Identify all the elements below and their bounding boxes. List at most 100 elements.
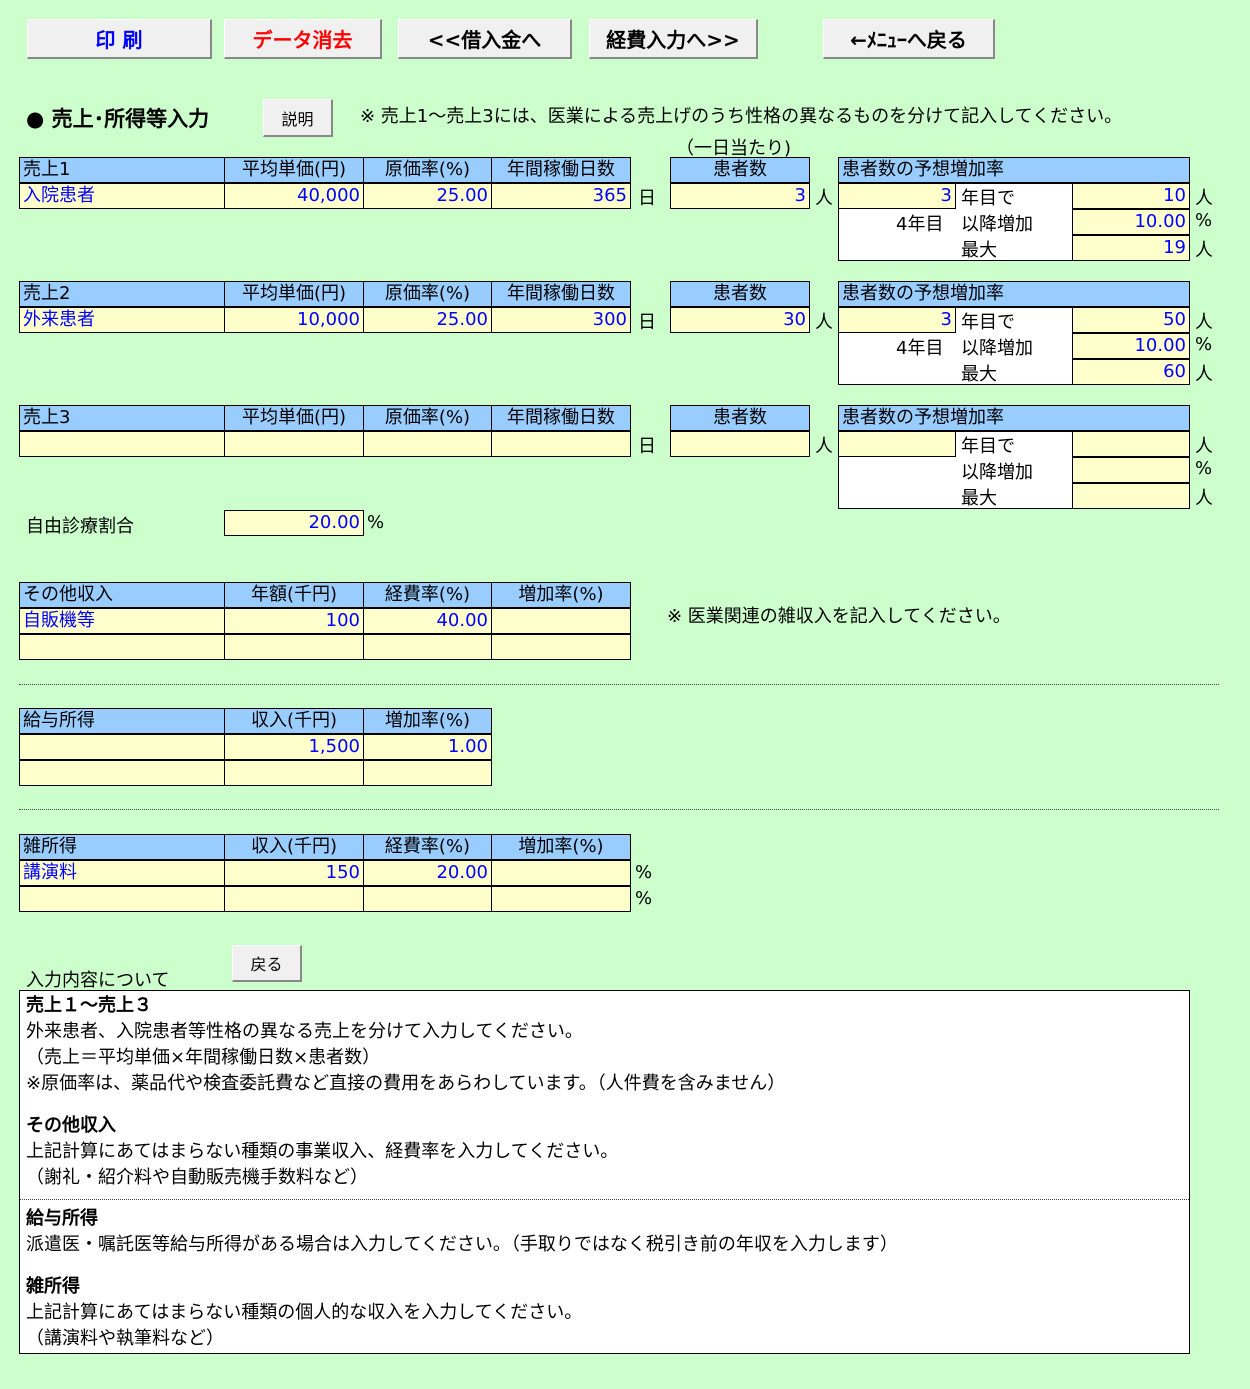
misc-cell[interactable] — [363, 886, 492, 912]
cost-rate-input[interactable]: 25.00 — [363, 183, 492, 209]
salary-cell[interactable] — [363, 760, 492, 786]
salary-cell[interactable] — [19, 760, 225, 786]
misc-cell[interactable] — [491, 886, 631, 912]
other-income-cell[interactable]: 自販機等 — [19, 608, 225, 634]
growth-years-input[interactable]: 3 — [838, 183, 956, 209]
other-income-cell[interactable]: 40.00 — [363, 608, 492, 634]
days-header: 年間稼働日数 — [491, 405, 631, 431]
days-header: 年間稼働日数 — [491, 281, 631, 307]
growth-count-input[interactable] — [1072, 431, 1190, 457]
growth-header: 患者数の予想増加率 — [838, 157, 1190, 183]
growth-header: 患者数の予想増加率 — [838, 405, 1190, 431]
explanation-box: 売上１～売上３ 外来患者、入院患者等性格の異なる売上を分けて入力してください。 … — [19, 990, 1190, 1354]
explain-title: 入力内容について — [26, 970, 170, 991]
other-income-cell[interactable] — [19, 634, 225, 660]
text-line: 外来患者、入院患者等性格の異なる売上を分けて入力してください。 — [26, 1021, 583, 1042]
misc-cell[interactable]: 20.00 — [363, 860, 492, 886]
growth-rate-input[interactable] — [1072, 457, 1190, 483]
growth-header: 患者数の予想増加率 — [838, 281, 1190, 307]
growth-max-input[interactable]: 19 — [1072, 235, 1190, 261]
price-input[interactable]: 40,000 — [224, 183, 364, 209]
sales-title-header: 売上3 — [19, 405, 225, 431]
cost-rate-input[interactable]: 25.00 — [363, 307, 492, 333]
other-income-header: 経費率(%) — [363, 582, 492, 608]
section-heading: 売上１～売上３ — [26, 995, 152, 1016]
days-input[interactable]: 365 — [491, 183, 631, 209]
help-button[interactable]: 説明 — [263, 99, 333, 137]
days-header: 年間稼働日数 — [491, 157, 631, 183]
misc-cell[interactable] — [224, 886, 364, 912]
person-unit: 人 — [1195, 488, 1213, 509]
cost-rate-input[interactable] — [363, 431, 492, 457]
person-unit: 人 — [1195, 436, 1213, 457]
salary-cell[interactable]: 1.00 — [363, 734, 492, 760]
cost-rate-header: 原価率(%) — [363, 157, 492, 183]
salary-cell[interactable]: 1,500 — [224, 734, 364, 760]
free-care-unit: % — [367, 512, 385, 533]
back-button[interactable]: 戻る — [232, 945, 302, 982]
back-to-menu-button[interactable]: ←ﾒﾆｭｰへ戻る — [823, 19, 995, 59]
days-input[interactable] — [491, 431, 631, 457]
misc-cell[interactable]: 150 — [224, 860, 364, 886]
prev-loans-button[interactable]: <<借入金へ — [398, 19, 572, 59]
next-expenses-button[interactable]: 経費入力へ>> — [589, 19, 758, 59]
salary-cell[interactable] — [19, 734, 225, 760]
growth-rate-input[interactable]: 10.00 — [1072, 209, 1190, 235]
patients-input[interactable]: 30 — [670, 307, 810, 333]
growth-max-input[interactable]: 60 — [1072, 359, 1190, 385]
person-unit: 人 — [1195, 188, 1213, 209]
patients-header: 患者数 — [670, 281, 810, 307]
other-income-cell[interactable] — [224, 634, 364, 660]
misc-cell[interactable]: 講演料 — [19, 860, 225, 886]
day-unit: 日 — [638, 312, 656, 333]
sales-name-input[interactable]: 外来患者 — [19, 307, 225, 333]
other-income-cell[interactable] — [491, 608, 631, 634]
other-income-cell[interactable]: 100 — [224, 608, 364, 634]
price-input[interactable] — [224, 431, 364, 457]
price-header: 平均単価(円) — [224, 157, 364, 183]
price-header: 平均単価(円) — [224, 405, 364, 431]
sales-name-input[interactable] — [19, 431, 225, 457]
patients-header: 患者数 — [670, 157, 810, 183]
divider — [19, 809, 1219, 810]
text-line: 派遣医・嘱託医等給与所得がある場合は入力してください。（手取りではなく税引き前の… — [26, 1234, 898, 1255]
growth-years-input[interactable] — [838, 431, 956, 457]
text-line: （謝礼・紹介料や自動販売機手数料など） — [26, 1167, 368, 1188]
percent-unit: % — [1195, 334, 1213, 355]
other-income-cell[interactable] — [363, 634, 492, 660]
print-button[interactable]: 印 刷 — [27, 19, 212, 59]
section-heading: 雑所得 — [26, 1276, 80, 1297]
sales-title-header: 売上2 — [19, 281, 225, 307]
other-income-header: 増加率(%) — [491, 582, 631, 608]
growth-rate-input[interactable]: 10.00 — [1072, 333, 1190, 359]
text-line: （講演料や執筆料など） — [26, 1328, 224, 1349]
growth-count-input[interactable]: 50 — [1072, 307, 1190, 333]
free-care-input[interactable]: 20.00 — [224, 510, 364, 536]
text-line: 上記計算にあてはまらない種類の事業収入、経費率を入力してください。 — [26, 1141, 619, 1162]
growth-years-input[interactable]: 3 — [838, 307, 956, 333]
years-label: 年目で — [961, 188, 1015, 209]
salary-header: 収入(千円) — [224, 708, 364, 734]
days-input[interactable]: 300 — [491, 307, 631, 333]
misc-header: 雑所得 — [19, 834, 225, 860]
patients-input[interactable]: 3 — [670, 183, 810, 209]
other-income-header: 年額(千円) — [224, 582, 364, 608]
growth-max-input[interactable] — [1072, 483, 1190, 509]
percent-unit: % — [1195, 210, 1213, 231]
person-unit: 人 — [815, 188, 833, 209]
sales-name-input[interactable]: 入院患者 — [19, 183, 225, 209]
other-income-cell[interactable] — [491, 634, 631, 660]
misc-cell[interactable] — [491, 860, 631, 886]
free-care-label: 自由診療割合 — [26, 516, 134, 537]
misc-cell[interactable] — [19, 886, 225, 912]
patients-input[interactable] — [670, 431, 810, 457]
salary-cell[interactable] — [224, 760, 364, 786]
price-header: 平均単価(円) — [224, 281, 364, 307]
day-unit: 日 — [638, 436, 656, 457]
growth-count-input[interactable]: 10 — [1072, 183, 1190, 209]
max-label: 最大 — [961, 364, 997, 385]
clear-data-button[interactable]: データ消去 — [224, 19, 382, 59]
page-title: ● 売上･所得等入力 — [26, 107, 210, 131]
price-input[interactable]: 10,000 — [224, 307, 364, 333]
patients-header: 患者数 — [670, 405, 810, 431]
